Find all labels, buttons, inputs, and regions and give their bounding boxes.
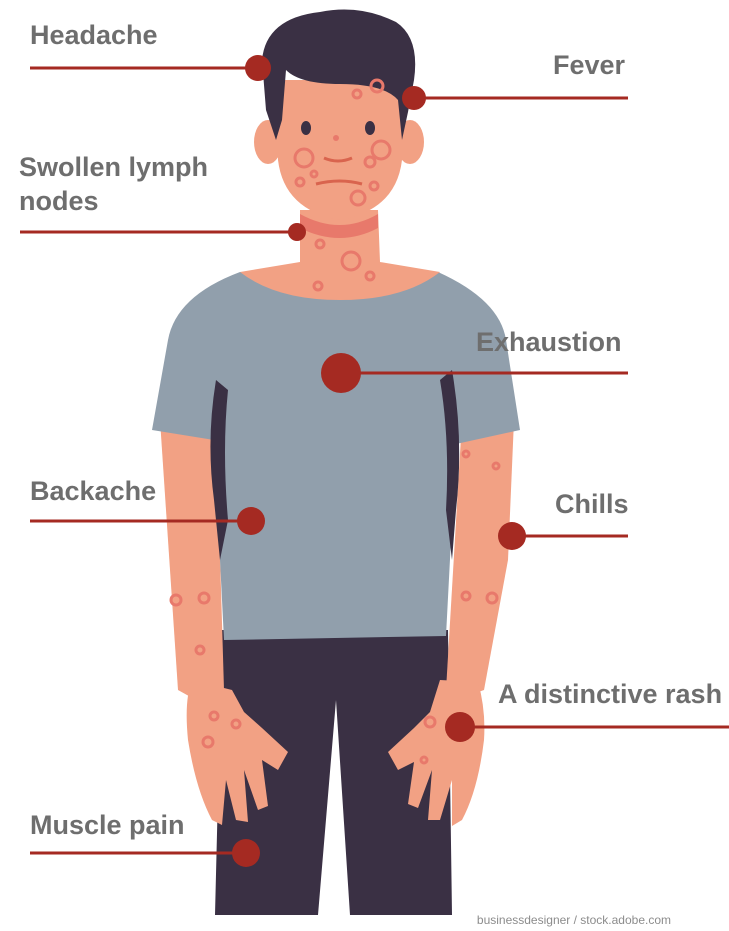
backache-label: Backache: [30, 474, 156, 508]
neck: [240, 210, 440, 300]
swollen-lymph-nodes-label: Swollen lymph nodes: [19, 150, 239, 218]
exhaustion-label: Exhaustion: [476, 325, 622, 359]
face: [278, 80, 402, 220]
headache-marker: [245, 55, 271, 81]
image-credit: businessdesigner / stock.adobe.com: [477, 913, 671, 927]
exhaustion-marker: [321, 353, 361, 393]
swollen-lymph-nodes-marker: [288, 223, 306, 241]
muscle-pain-marker: [232, 839, 260, 867]
chills-label: Chills: [555, 487, 629, 521]
fever-label: Fever: [553, 48, 625, 82]
headache-label: Headache: [30, 18, 158, 52]
distinctive-rash-label: A distinctive rash: [498, 677, 729, 711]
fever-marker: [402, 86, 426, 110]
chills-marker: [498, 522, 526, 550]
distinctive-rash-marker: [445, 712, 475, 742]
muscle-pain-label: Muscle pain: [30, 808, 185, 842]
backache-marker: [237, 507, 265, 535]
